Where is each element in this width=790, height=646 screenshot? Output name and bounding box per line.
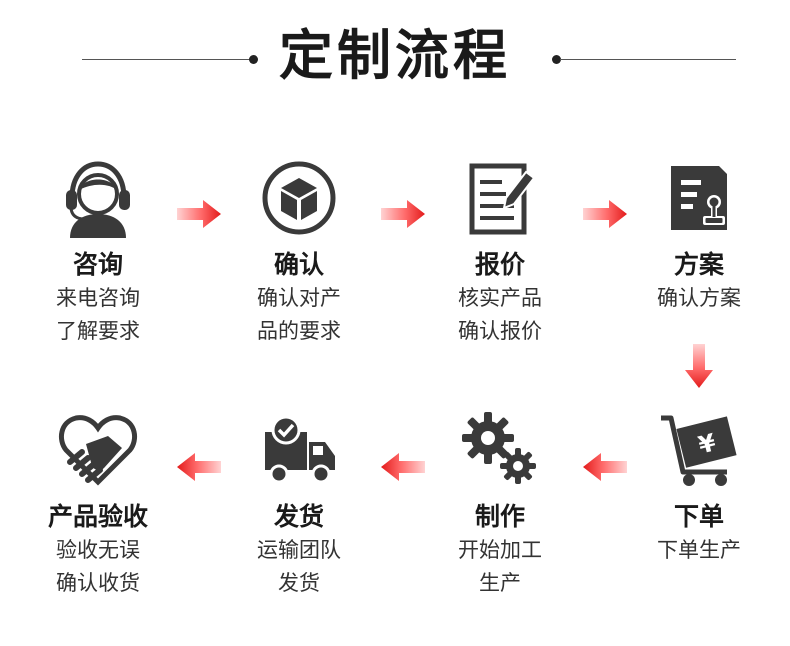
step-desc-line-1: 确认对产: [257, 286, 341, 310]
heart-handshake-icon: [58, 415, 138, 486]
step-name: 确认: [273, 250, 324, 279]
step-name: 产品验收: [47, 502, 148, 531]
step-desc-line-1: 来电咨询: [56, 286, 140, 310]
svg-text:¥: ¥: [696, 428, 719, 459]
truck-check-icon: [265, 415, 335, 484]
step-desc-line-2: 了解要求: [56, 319, 140, 343]
step-name: 发货: [273, 502, 324, 531]
step-desc-line-1: 运输团队: [257, 538, 341, 562]
step-name: 咨询: [72, 250, 123, 279]
step-desc-line-2: 确认收货: [56, 571, 140, 595]
step-plan: 方案 确认方案: [609, 158, 789, 315]
step-desc-line-1: 下单生产: [657, 538, 741, 562]
step-production: 制作 开始加工 生产: [410, 410, 590, 600]
step-name: 方案: [673, 250, 724, 279]
arrow-right-icon: [381, 200, 425, 228]
step-name: 制作: [474, 502, 525, 531]
step-name: 报价: [474, 250, 525, 279]
arrow-left-icon: [583, 453, 627, 481]
page-title: 定制流程: [279, 24, 511, 87]
step-desc-line-1: 验收无误: [56, 538, 140, 562]
arrow-right-icon: [177, 200, 221, 228]
title-rule-left: [82, 59, 252, 60]
step-desc-line-1: 核实产品: [458, 286, 542, 310]
step-desc-line-2: 发货: [278, 571, 320, 595]
step-desc-line-1: 开始加工: [458, 538, 542, 562]
box-icon: [262, 161, 336, 235]
step-quote: 报价 核实产品 确认报价: [410, 158, 590, 348]
step-name: 下单: [673, 502, 724, 531]
gears-icon: [462, 412, 536, 484]
step-confirm: 确认 确认对产 品的要求: [209, 158, 389, 348]
step-desc-line-2: 品的要求: [257, 319, 341, 343]
arrow-left-icon: [381, 453, 425, 481]
arrow-left-icon: [177, 453, 221, 481]
title-dot-left: [249, 55, 258, 64]
arrow-down-icon: [685, 344, 713, 388]
step-desc-line-1: 确认方案: [657, 286, 741, 310]
step-consult: 咨询 来电咨询 了解要求: [8, 158, 188, 348]
title-rule-right: [560, 59, 736, 60]
cart-invoice-icon: ¥: [661, 415, 737, 486]
arrow-right-icon: [583, 200, 627, 228]
step-acceptance: 产品验收 验收无误 确认收货: [8, 410, 188, 600]
step-desc-line-2: 确认报价: [458, 319, 542, 343]
headset-support-icon: [66, 161, 130, 238]
step-shipping: 发货 运输团队 发货: [209, 410, 389, 600]
title-dot-right: [552, 55, 561, 64]
step-order: ¥ 下单 下单生产: [609, 410, 789, 567]
document-stamp-icon: [671, 166, 727, 230]
document-edit-icon: [469, 163, 536, 235]
step-desc-line-2: 生产: [479, 571, 521, 595]
